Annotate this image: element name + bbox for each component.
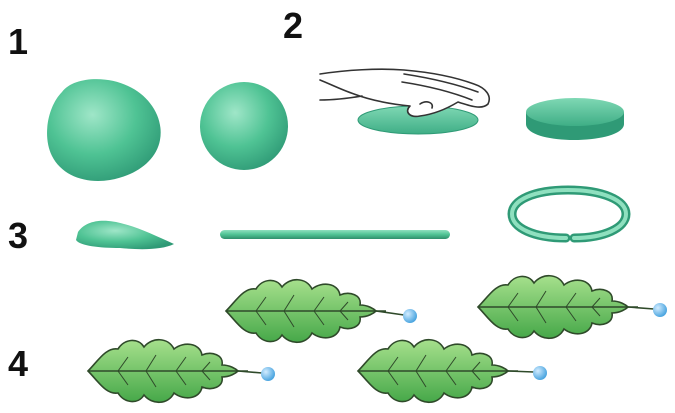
clay-ring (512, 190, 626, 238)
clay-disc (526, 98, 624, 140)
clay-ball (200, 82, 288, 170)
clay-lump (47, 79, 161, 181)
oak-leaf-2 (478, 276, 667, 339)
oak-leaf-1 (226, 280, 417, 343)
clay-rope (220, 230, 450, 239)
clay-flat-piece (76, 221, 174, 249)
oak-leaf-4 (358, 340, 547, 403)
oak-leaf-3 (88, 340, 275, 403)
